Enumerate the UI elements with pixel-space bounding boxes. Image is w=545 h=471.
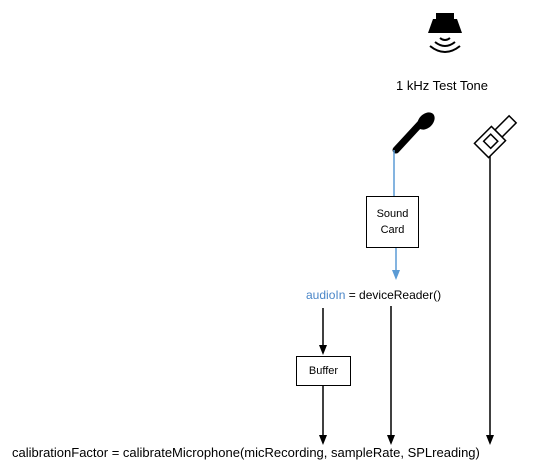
speaker-label: 1 kHz Test Tone xyxy=(396,78,489,93)
device-reader-line: audioIn = deviceReader() xyxy=(306,289,441,301)
microphone-icon xyxy=(392,112,435,154)
audio-in-variable: audioIn xyxy=(306,288,346,302)
sound-card-box: Sound Card xyxy=(366,196,419,248)
speaker-icon xyxy=(428,13,462,53)
buffer-label: Buffer xyxy=(308,365,339,377)
sound-card-line2: Card xyxy=(380,224,405,236)
spl-meter-icon xyxy=(473,114,518,159)
sound-card-label: Sound Card xyxy=(377,206,409,238)
calibration-call: calibrationFactor = calibrateMicrophone(… xyxy=(12,445,480,460)
device-reader-call: = deviceReader() xyxy=(345,288,442,302)
sound-card-line1: Sound xyxy=(376,208,409,220)
buffer-box: Buffer xyxy=(296,356,351,386)
